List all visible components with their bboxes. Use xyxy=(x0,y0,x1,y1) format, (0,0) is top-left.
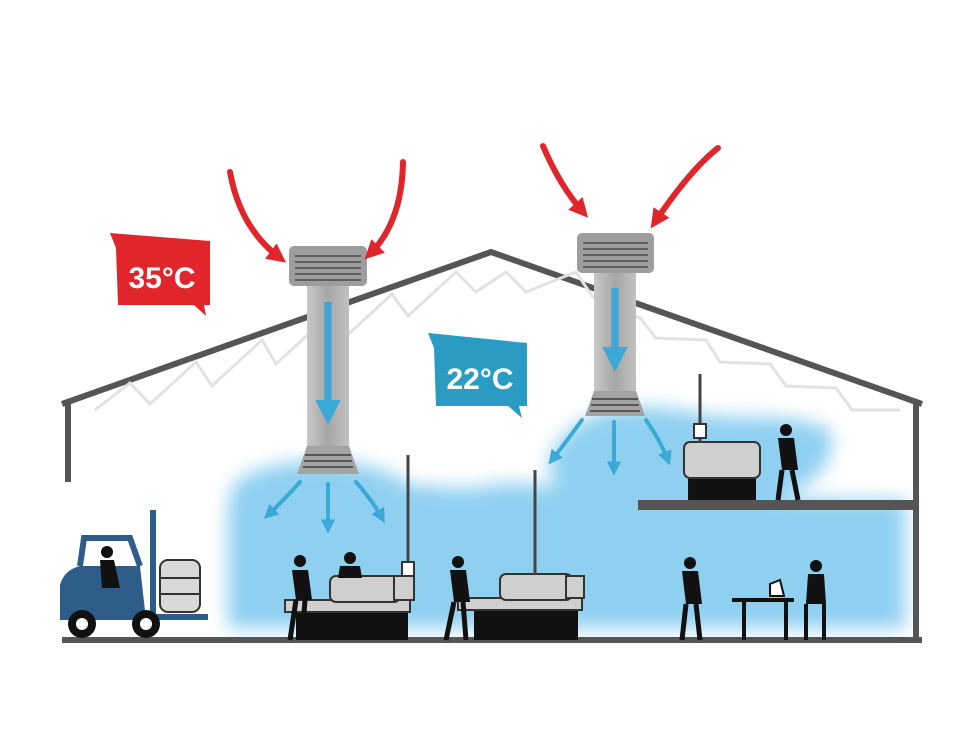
roof-ventilator-right xyxy=(577,233,654,416)
roof-truss xyxy=(94,269,900,412)
roof-ventilator-left xyxy=(289,246,367,474)
hot-arrow-1 xyxy=(227,169,287,263)
roof-line xyxy=(60,249,923,407)
person-silhouette-icon xyxy=(775,424,801,501)
diffuser-grille-left xyxy=(303,454,353,468)
forklift-drum xyxy=(159,559,201,613)
cool-air-arrows xyxy=(263,418,672,534)
forklift-mast xyxy=(150,510,156,620)
vent-grille-right xyxy=(583,242,648,268)
outside-temperature-bubble xyxy=(110,233,210,316)
forklift-icon xyxy=(60,510,208,638)
hot-arrow-2 xyxy=(364,159,406,260)
cool-arrow-l1 xyxy=(263,480,302,519)
cool-arrow-r1 xyxy=(548,418,584,465)
cool-arrow-l3 xyxy=(354,480,385,524)
printing-press-icon-1 xyxy=(284,455,415,640)
hot-arrow-4 xyxy=(650,145,721,229)
printing-press-icon-3 xyxy=(683,374,761,500)
diffuser-right xyxy=(585,391,645,416)
forklift-driver-head xyxy=(101,546,113,558)
vent-grille-left xyxy=(295,255,361,281)
desk-laptop-icon xyxy=(732,560,826,640)
forklift-cab xyxy=(77,535,143,568)
person-silhouette-icon xyxy=(679,557,703,641)
cool-arrow-r3 xyxy=(644,418,672,466)
person-silhouette-icon xyxy=(287,552,362,641)
forklift-body xyxy=(60,566,146,620)
person-silhouette-icon xyxy=(443,556,470,641)
inside-temperature-callout: 22°C xyxy=(428,333,527,418)
inside-temperature-text: 22°C xyxy=(446,363,513,396)
printing-press-icon-2 xyxy=(457,470,585,640)
outside-temperature-callout: 35°C xyxy=(110,233,210,316)
forklift-fork xyxy=(150,614,208,620)
hot-air-arrows xyxy=(227,143,721,263)
hot-arrow-3 xyxy=(540,143,589,218)
inside-temperature-bubble xyxy=(428,333,527,418)
outside-temperature-text: 35°C xyxy=(128,262,195,295)
diffuser-grille-right xyxy=(590,398,640,412)
